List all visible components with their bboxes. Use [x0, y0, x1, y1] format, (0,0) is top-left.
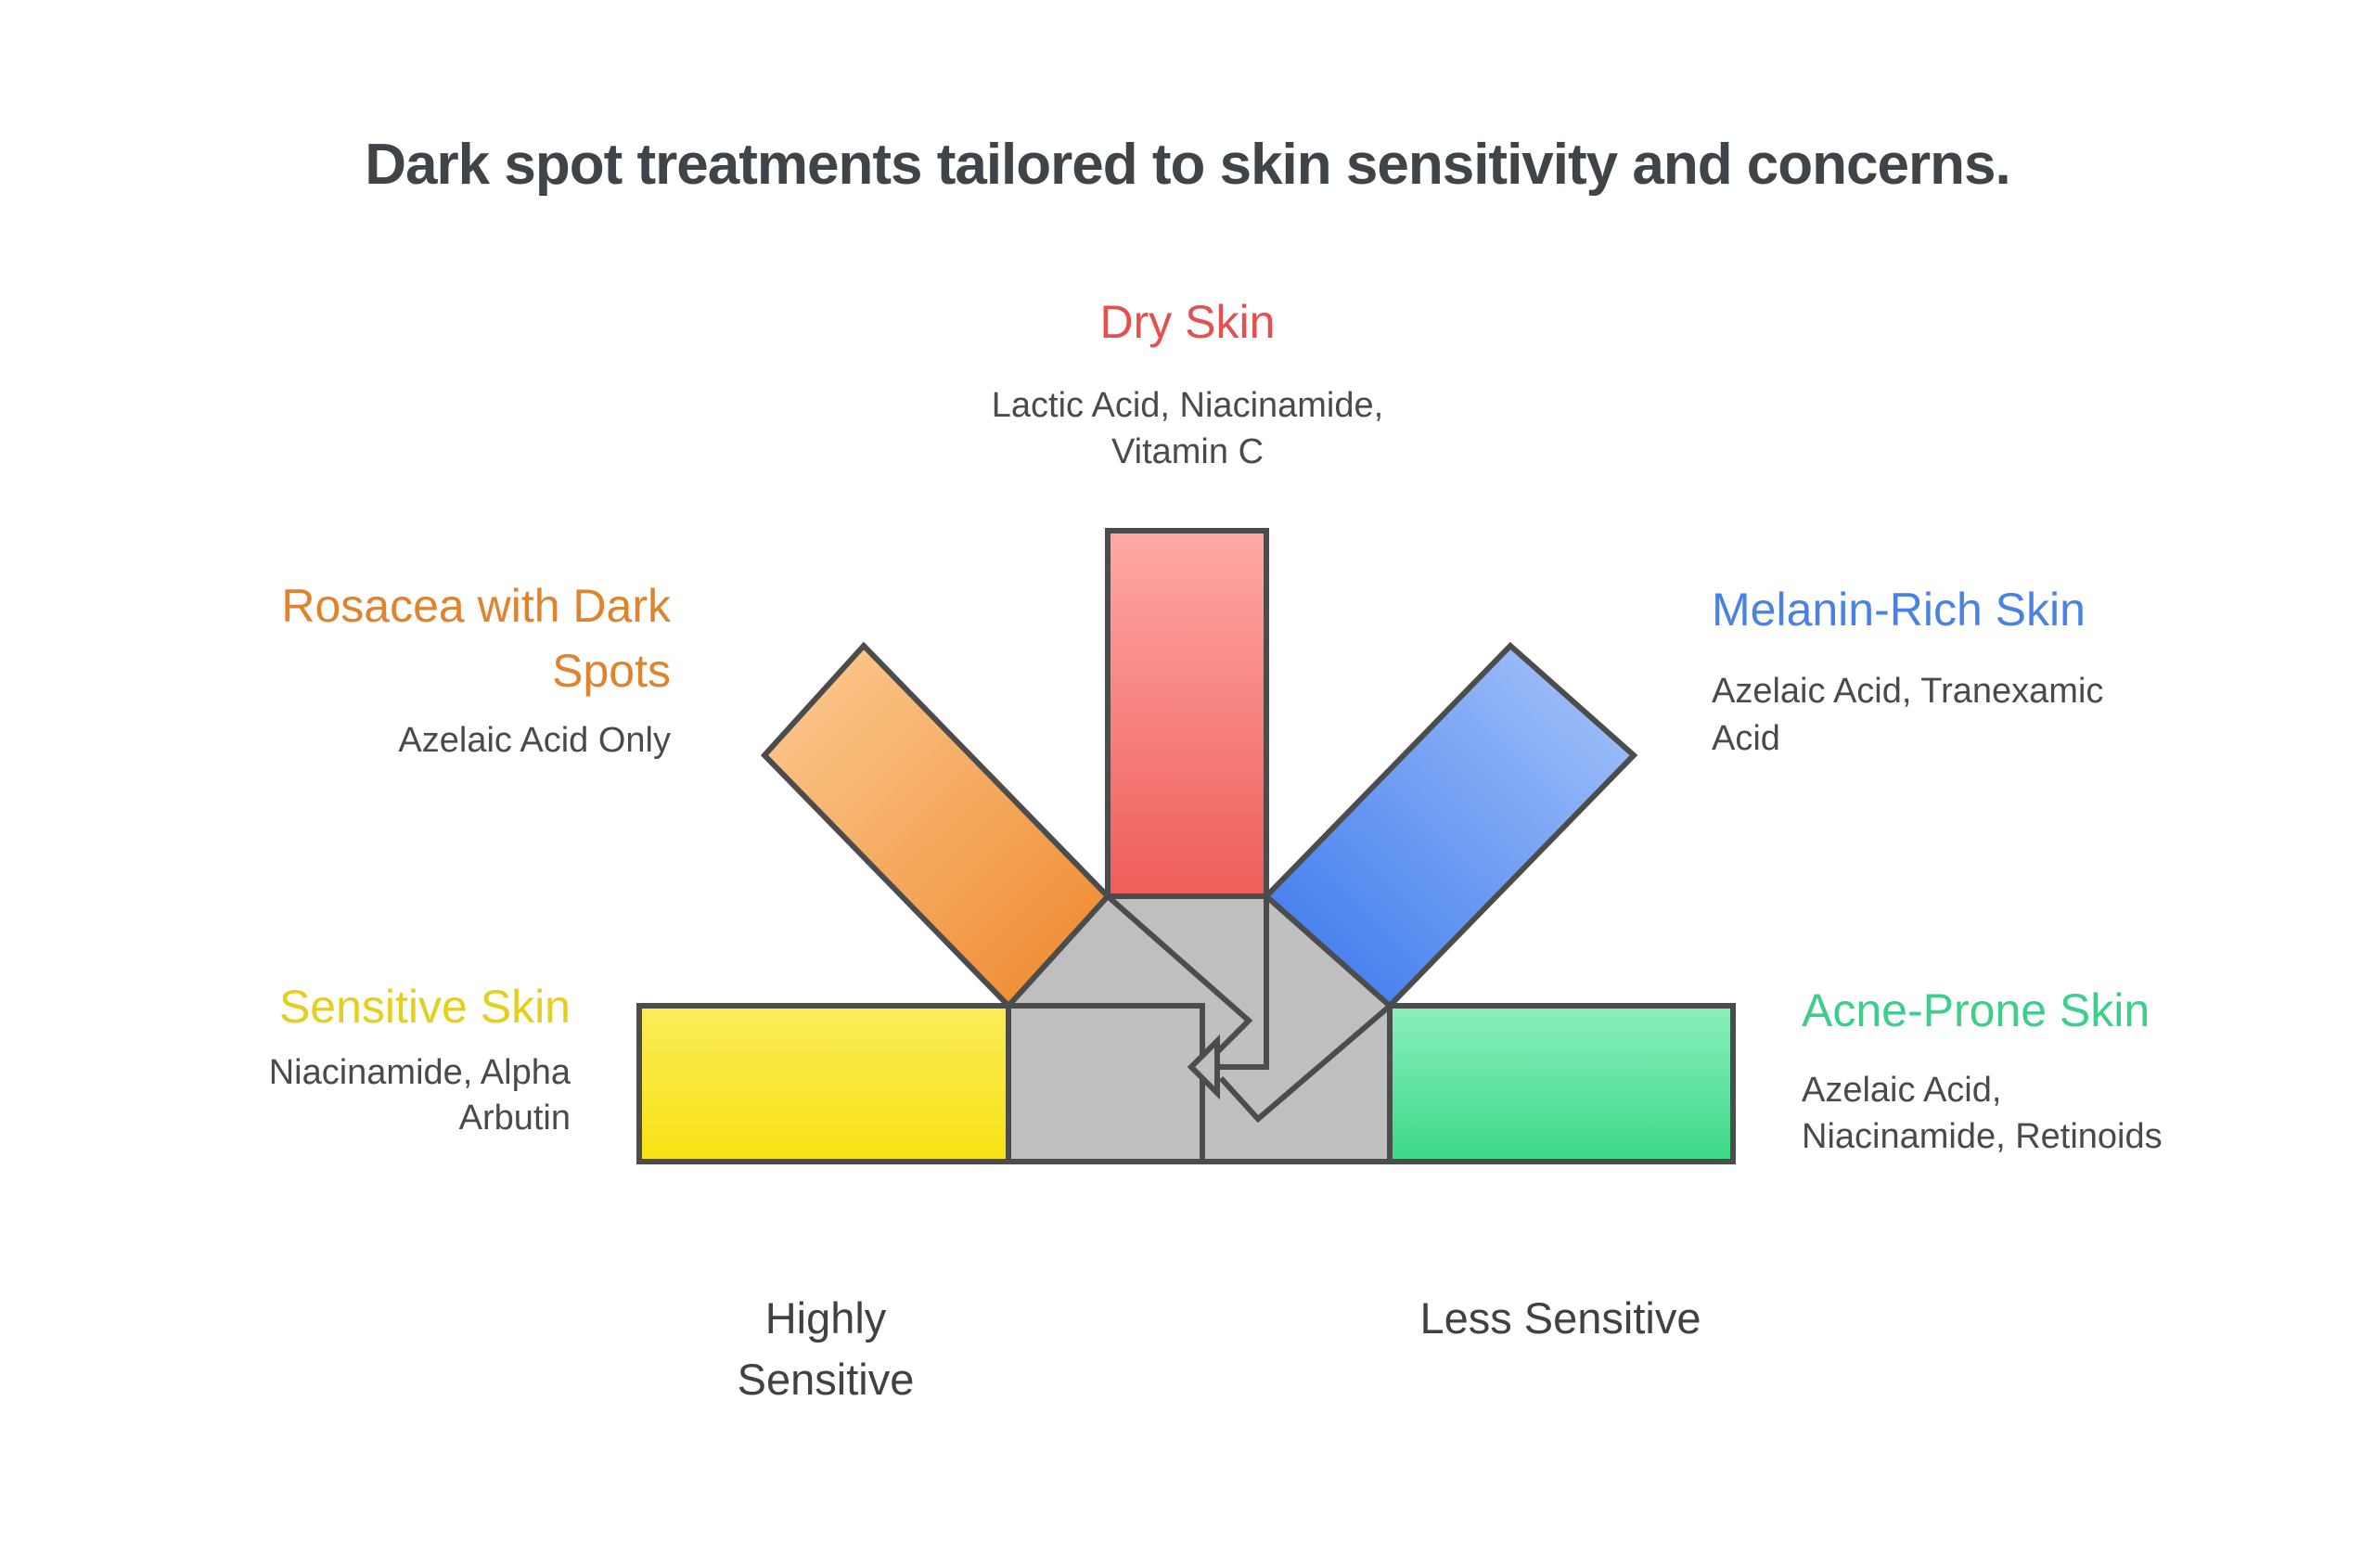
dry-skin-treatments-line2: Vitamin C	[1110, 432, 1265, 471]
hub-left-block	[1006, 1003, 1205, 1164]
melanin-rich-treatments: Azelaic Acid, Tranexamic Acid	[1712, 668, 2148, 763]
page-title: Dark spot treatments tailored to skin se…	[365, 133, 2010, 197]
rosacea-title-line1: Rosacea with Dark	[281, 580, 671, 632]
left-arrowhead-icon	[1187, 1034, 1220, 1100]
axis-label-highly-sensitive: Highly Sensitive	[594, 1288, 1058, 1410]
rosacea-treatments: Azelaic Acid Only	[398, 721, 671, 760]
dry-skin-bar	[1105, 528, 1269, 899]
acne-prone-treatments-line2: Niacinamide, Retinoids	[1802, 1117, 2163, 1156]
acne-prone-treatments: Azelaic Acid, Niacinamide, Retinoids	[1802, 1067, 2303, 1160]
axis-label-highly-line2: Sensitive	[737, 1355, 915, 1404]
sensitive-skin-treatments-line1: Niacinamide, Alpha	[268, 1053, 571, 1092]
hub-vertical-crease	[1217, 896, 1269, 1070]
axis-label-highly-line1: Highly	[764, 1293, 887, 1343]
rosacea-title: Rosacea with Dark Spots	[114, 573, 671, 703]
melanin-rich-treatments-line1: Azelaic Acid, Tranexamic	[1712, 672, 2104, 711]
hub-fold-crease	[1106, 893, 1253, 1059]
acne-prone-treatments-line1: Azelaic Acid,	[1802, 1071, 2002, 1110]
rosacea-title-line2: Spots	[552, 645, 671, 697]
sensitive-skin-bar	[636, 1003, 1011, 1164]
sensitive-skin-treatments: Niacinamide, Alpha Arbutin	[199, 1050, 571, 1141]
sensitive-skin-treatments-line2: Arbutin	[458, 1099, 571, 1137]
dry-skin-title: Dry Skin	[1099, 296, 1276, 348]
melanin-rich-treatments-line2: Acid	[1712, 719, 1780, 758]
axis-label-less-sensitive: Less Sensitive	[1419, 1293, 1701, 1343]
melanin-rich-title: Melanin-Rich Skin	[1712, 584, 2086, 636]
dry-skin-treatments-line1: Lactic Acid, Niacinamide,	[991, 386, 1384, 425]
melanin-rich-skin-bar	[1262, 641, 1638, 1010]
hub-chevron-crease	[1218, 1005, 1390, 1124]
acne-prone-skin-bar	[1387, 1003, 1736, 1164]
dry-skin-treatments: Lactic Acid, Niacinamide, Vitamin C	[932, 382, 1443, 475]
sensitive-skin-title: Sensitive Skin	[278, 981, 571, 1033]
rosacea-bar	[760, 641, 1112, 1010]
acne-prone-title: Acne-Prone Skin	[1802, 984, 2150, 1036]
